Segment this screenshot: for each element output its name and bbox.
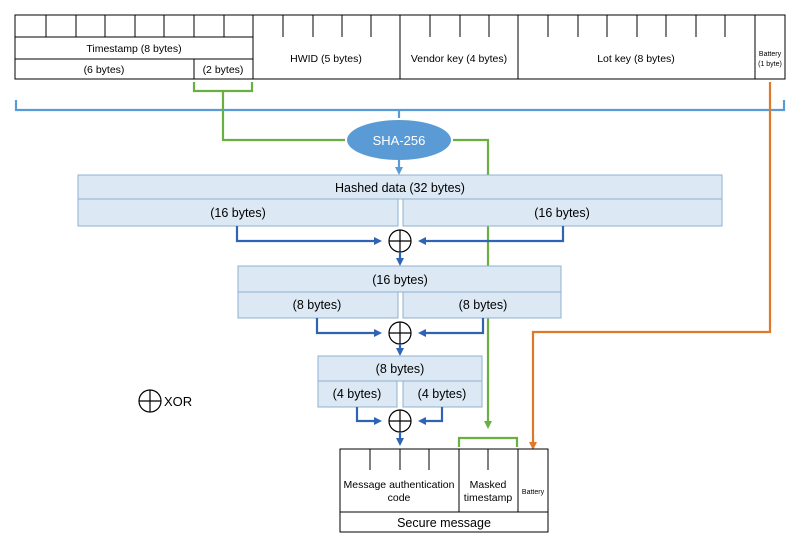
secure-message: Message authentication code Masked times… [339, 448, 549, 533]
masked-timestamp-brace [457, 436, 519, 447]
xor-legend-label: XOR [164, 394, 192, 409]
battery-label-line2: (1 byte) [758, 61, 782, 68]
input-record: Timestamp (8 bytes) (6 bytes) (2 bytes) … [14, 14, 786, 80]
vendor-key-label: Vendor key (4 bytes) [411, 53, 507, 65]
level3-block: (8 bytes) (4 bytes) (4 bytes) [317, 355, 483, 408]
xor-legend-icon [138, 389, 162, 413]
level2-right-label: (8 bytes) [459, 298, 508, 312]
xor-legend: XOR [138, 389, 192, 413]
output-battery-label: Battery [522, 489, 545, 496]
level2-label: (16 bytes) [372, 273, 428, 287]
level2-left-label: (8 bytes) [293, 298, 342, 312]
xor-node-1 [388, 229, 412, 253]
lot-key-label: Lot key (8 bytes) [597, 53, 675, 65]
masked-timestamp-line2: timestamp [464, 492, 513, 504]
level3-right-label: (4 bytes) [418, 387, 467, 401]
xor3-left-input [355, 407, 382, 425]
masked-timestamp-line1: Masked [470, 479, 507, 491]
input-brace [14, 100, 786, 112]
input-byte-ticks [45, 15, 726, 37]
hashed-left-label: (16 bytes) [210, 206, 266, 220]
level3-left-label: (4 bytes) [333, 387, 382, 401]
xor2-left-input [315, 318, 382, 337]
timestamp-path-down [453, 138, 492, 429]
hashed-right-label: (16 bytes) [534, 206, 590, 220]
xor1-left-input [235, 226, 382, 245]
mac-label-line1: Message authentication [344, 479, 455, 491]
battery-label-line1: Battery [759, 51, 782, 58]
hwid-label: HWID (5 bytes) [290, 53, 362, 65]
timestamp-brace [192, 82, 254, 93]
xor-node-2 [388, 321, 412, 345]
mac-label-line2: code [388, 492, 411, 504]
timestamp-path [221, 91, 345, 142]
battery-path [529, 82, 772, 450]
hashed-data-label: Hashed data (32 bytes) [335, 181, 465, 195]
xor-node-3 [388, 409, 412, 433]
sha256-node [347, 120, 451, 160]
xor3-right-input [418, 407, 444, 425]
timestamp-part1-label: (6 bytes) [84, 64, 125, 76]
sha256-label: SHA-256 [373, 133, 426, 148]
output-byte-ticks [369, 449, 489, 470]
level3-label: (8 bytes) [376, 362, 425, 376]
level2-block: (16 bytes) (8 bytes) (8 bytes) [237, 265, 562, 319]
secure-message-label: Secure message [397, 516, 491, 530]
hashed-data-block: Hashed data (32 bytes) (16 bytes) (16 by… [77, 174, 723, 227]
timestamp-label: Timestamp (8 bytes) [86, 43, 181, 55]
xor1-right-input [418, 226, 565, 245]
xor2-right-input [418, 318, 485, 337]
timestamp-part2-label: (2 bytes) [203, 64, 244, 76]
